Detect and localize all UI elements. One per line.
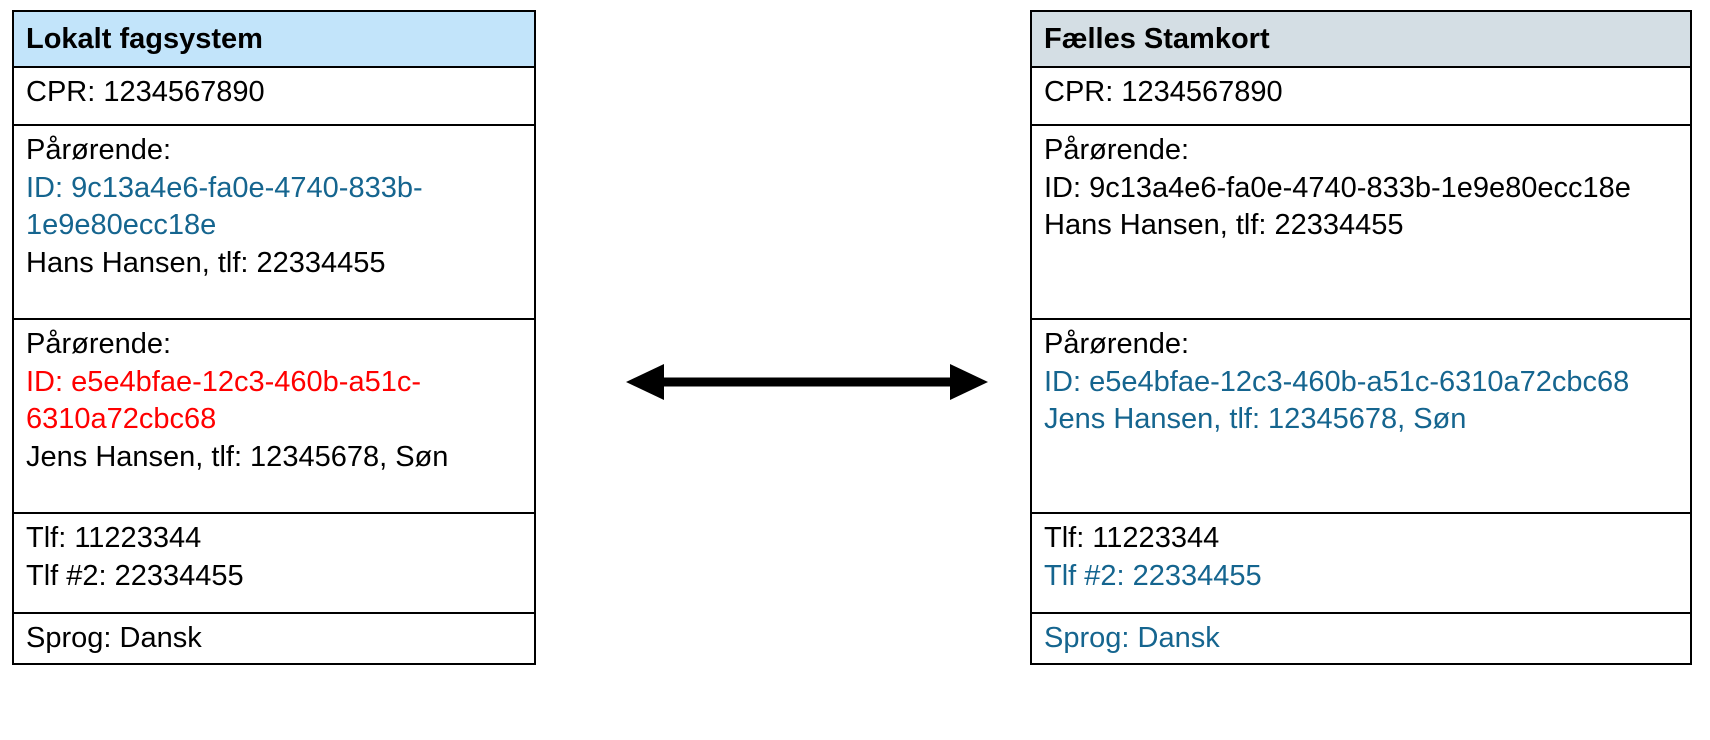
local-language-value: Sprog: Dansk [26, 622, 202, 654]
shared-row-phone: Tlf: 11223344 Tlf #2: 22334455 [1032, 514, 1690, 614]
shared-row-language: Sprog: Dansk [1032, 614, 1690, 671]
local-relative-1-label: Pårørende: [26, 134, 172, 166]
local-row-language: Sprog: Dansk [14, 614, 534, 671]
shared-card-header: Fælles Stamkort [1032, 12, 1690, 68]
local-row-phone: Tlf: 11223344 Tlf #2: 22334455 [14, 514, 534, 614]
shared-row-cpr: CPR: 1234567890 [1032, 68, 1690, 126]
local-phone-primary: Tlf: 11223344 [26, 522, 202, 554]
shared-relative-1-label: Pårørende: [1044, 134, 1190, 166]
local-relative-2-label: Pårørende: [26, 328, 172, 360]
local-card-header: Lokalt fagsystem [14, 12, 534, 68]
shared-stamkort-card: Fælles Stamkort CPR: 1234567890 Pårørend… [1030, 10, 1692, 665]
local-system-card: Lokalt fagsystem CPR: 1234567890 Pårøren… [12, 10, 536, 665]
local-phone-secondary: Tlf #2: 22334455 [26, 559, 244, 592]
local-relative-1-details: Hans Hansen, tlf: 22334455 [26, 247, 386, 280]
shared-phone-secondary: Tlf #2: 22334455 [1044, 559, 1262, 592]
shared-relative-1-id: ID: 9c13a4e6-fa0e-4740-833b-1e9e80ecc18e [1044, 171, 1631, 204]
local-relative-1-id: ID: 9c13a4e6-fa0e-4740-833b-1e9e80ecc18e [26, 171, 423, 242]
local-row-cpr: CPR: 1234567890 [14, 68, 534, 126]
local-relative-2-details: Jens Hansen, tlf: 12345678, Søn [26, 441, 449, 474]
local-row-relative-1: Pårørende: ID: 9c13a4e6-fa0e-4740-833b-1… [14, 126, 534, 320]
local-relative-2-id: ID: e5e4bfae-12c3-460b-a51c-6310a72cbc68 [26, 365, 421, 436]
shared-language-value: Sprog: Dansk [1044, 622, 1220, 654]
shared-row-relative-1: Pårørende: ID: 9c13a4e6-fa0e-4740-833b-1… [1032, 126, 1690, 320]
shared-relative-2-details: Jens Hansen, tlf: 12345678, Søn [1044, 403, 1467, 436]
shared-row-relative-2: Pårørende: ID: e5e4bfae-12c3-460b-a51c-6… [1032, 320, 1690, 514]
shared-relative-2-label: Pårørende: [1044, 328, 1190, 360]
double-headed-arrow-icon [626, 362, 988, 402]
shared-cpr-value: CPR: 1234567890 [1044, 76, 1283, 108]
local-row-relative-2: Pårørende: ID: e5e4bfae-12c3-460b-a51c-6… [14, 320, 534, 514]
local-cpr-value: CPR: 1234567890 [26, 76, 265, 108]
shared-phone-primary: Tlf: 11223344 [1044, 522, 1220, 554]
shared-relative-1-details: Hans Hansen, tlf: 22334455 [1044, 209, 1404, 242]
shared-relative-2-id: ID: e5e4bfae-12c3-460b-a51c-6310a72cbc68 [1044, 365, 1630, 398]
